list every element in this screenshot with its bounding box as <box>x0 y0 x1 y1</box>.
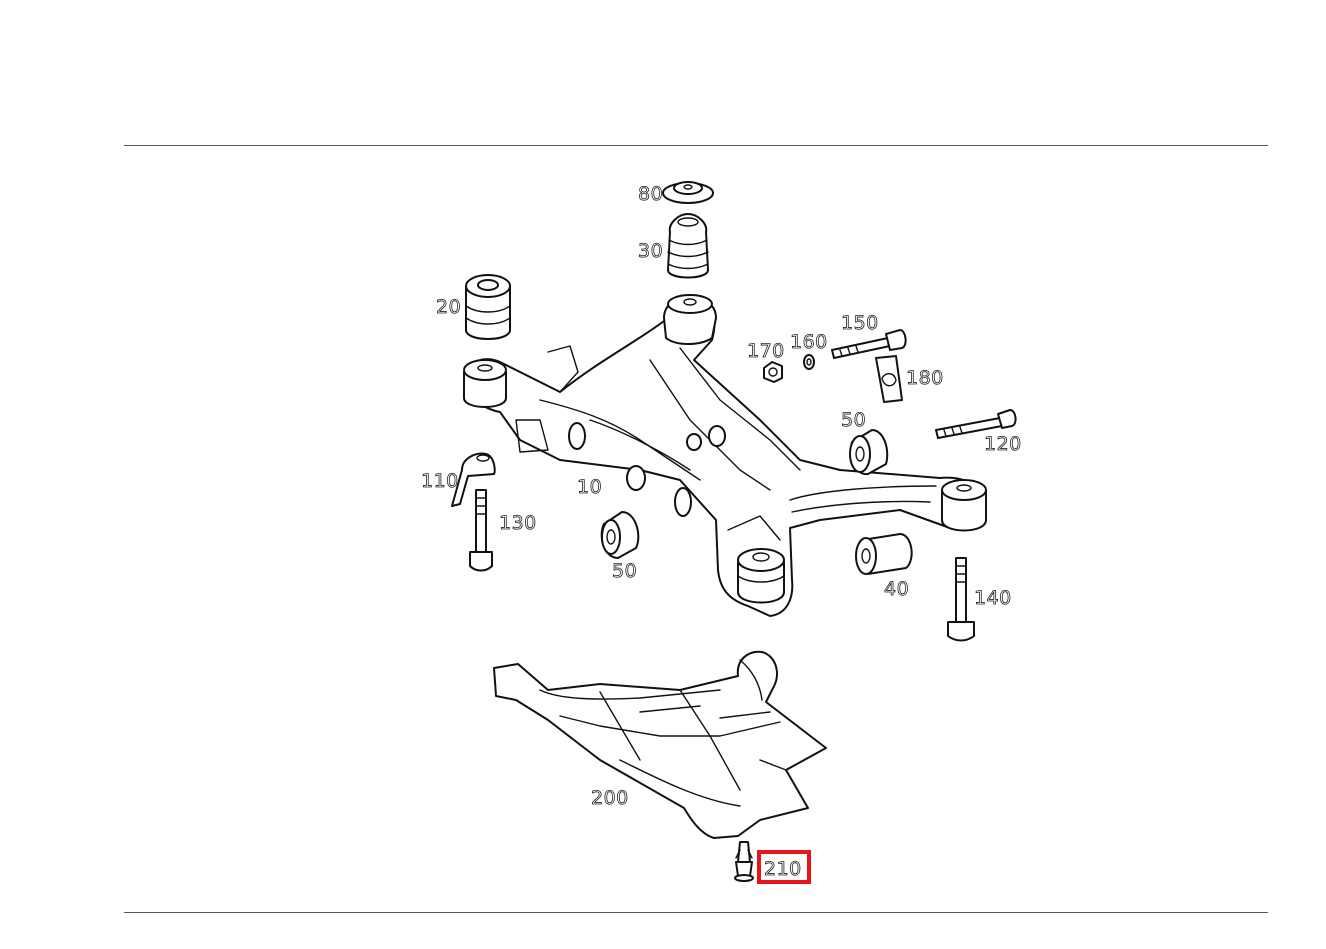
label-50-left[interactable]: 50 <box>612 560 637 583</box>
label-170[interactable]: 170 <box>747 340 785 363</box>
label-40[interactable]: 40 <box>884 578 909 601</box>
label-120[interactable]: 120 <box>984 433 1022 456</box>
label-160[interactable]: 160 <box>790 331 828 354</box>
label-150[interactable]: 150 <box>841 312 879 335</box>
part-170-nut[interactable] <box>763 361 783 383</box>
part-80-washer[interactable] <box>662 181 714 204</box>
part-40-bushing[interactable] <box>855 533 913 575</box>
part-130-bolt[interactable] <box>469 489 493 572</box>
part-150-bolt[interactable] <box>831 329 907 359</box>
highlight-box-210 <box>757 850 811 884</box>
part-30-bump-stop[interactable] <box>667 213 709 279</box>
part-20-bushing[interactable] <box>465 274 511 340</box>
part-160-washer[interactable] <box>803 354 815 370</box>
label-140[interactable]: 140 <box>974 587 1012 610</box>
label-210[interactable]: 210 <box>764 858 802 881</box>
part-50-bushing-right[interactable] <box>849 429 889 476</box>
label-200[interactable]: 200 <box>591 787 629 810</box>
label-10[interactable]: 10 <box>577 476 602 499</box>
label-180[interactable]: 180 <box>906 367 944 390</box>
label-50-right[interactable]: 50 <box>841 409 866 432</box>
part-180-bracket[interactable] <box>875 355 903 403</box>
label-130[interactable]: 130 <box>499 512 537 535</box>
top-divider <box>124 145 1268 146</box>
part-140-bolt[interactable] <box>947 557 975 642</box>
label-30[interactable]: 30 <box>638 240 663 263</box>
label-80[interactable]: 80 <box>638 183 663 206</box>
part-120-bolt[interactable] <box>935 409 1017 439</box>
part-50-bushing-left[interactable] <box>600 511 640 559</box>
part-110-bracket[interactable] <box>451 452 496 507</box>
part-10-subframe[interactable] <box>463 294 987 617</box>
label-110[interactable]: 110 <box>421 470 459 493</box>
label-20[interactable]: 20 <box>436 296 461 319</box>
part-210-clip[interactable] <box>734 841 754 882</box>
bottom-divider <box>124 912 1268 913</box>
part-200-underbody-panel[interactable] <box>493 650 827 839</box>
